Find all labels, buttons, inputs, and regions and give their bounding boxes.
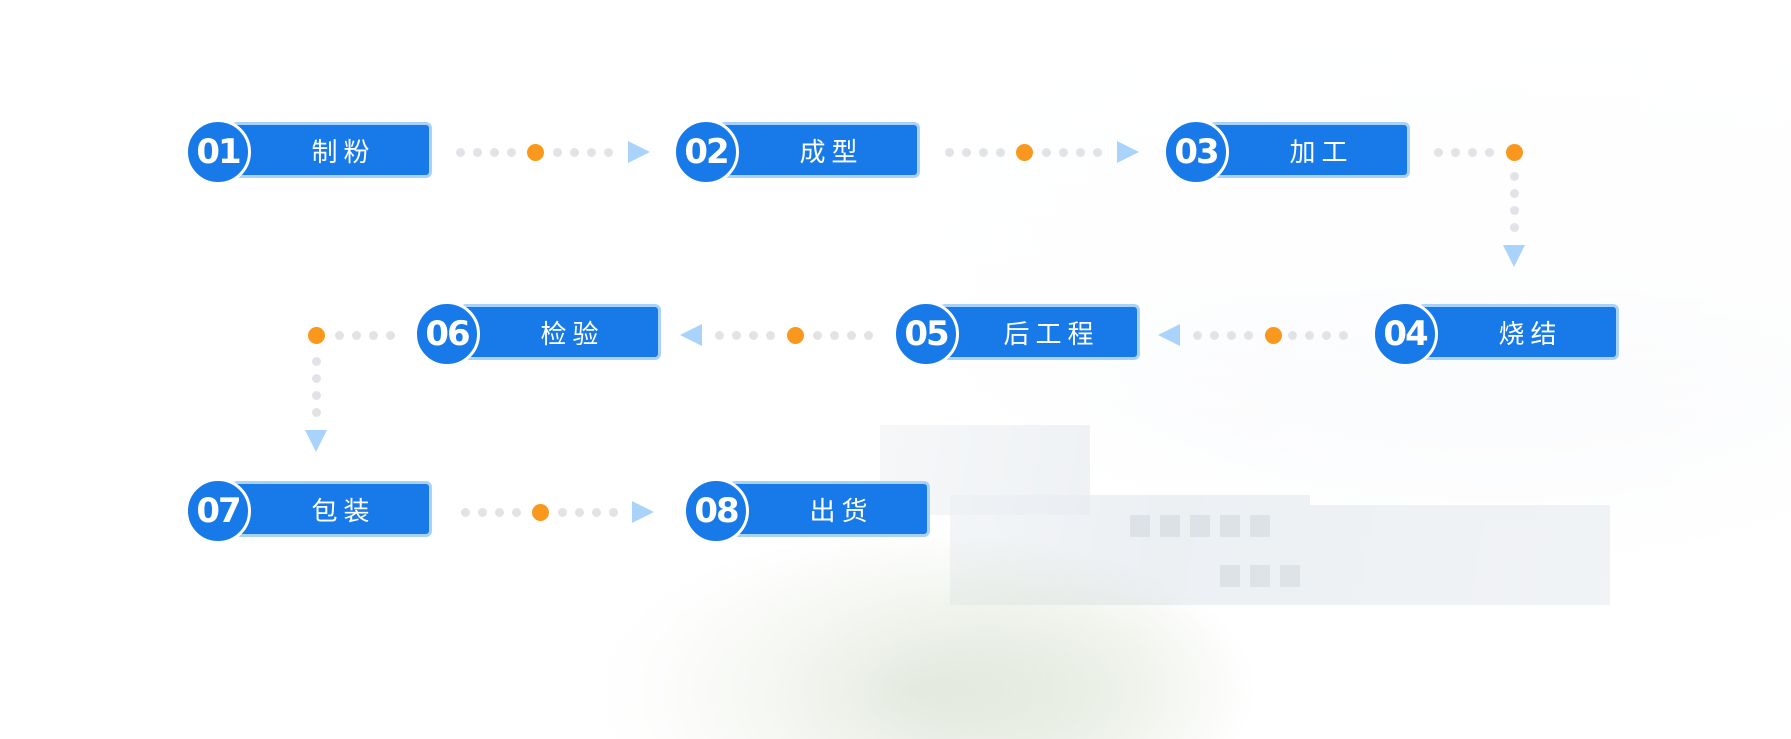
step-label: 出货: [729, 481, 930, 537]
connector-midpoint-dot: [1016, 144, 1033, 161]
connector-dot: [1434, 148, 1443, 157]
connector-dot: [732, 331, 741, 340]
connector-dot: [570, 148, 579, 157]
connector-dot: [1510, 206, 1519, 215]
step-07: 07 包装: [185, 478, 432, 544]
connector-dot: [1510, 223, 1519, 232]
connector-dot: [1510, 172, 1519, 181]
connector-dot: [1227, 331, 1236, 340]
connector-dot: [1042, 148, 1051, 157]
step-label: 制粉: [231, 122, 432, 178]
connector-dot: [847, 331, 856, 340]
connector-dot: [507, 148, 516, 157]
connector-dot: [996, 148, 1005, 157]
connector-dot: [1059, 148, 1068, 157]
connector-midpoint-dot: [787, 327, 804, 344]
connector-dot: [473, 148, 482, 157]
connector-dot: [312, 408, 321, 417]
connector-dot: [352, 331, 361, 340]
connector-dot: [1193, 331, 1202, 340]
connector-dot: [1093, 148, 1102, 157]
step-05: 05 后工程: [893, 301, 1140, 367]
connector-dot: [335, 331, 344, 340]
connector-dot: [749, 331, 758, 340]
connector-dot: [609, 508, 618, 517]
connector-dot: [575, 508, 584, 517]
connector-dot: [1305, 331, 1314, 340]
connector-dot: [495, 508, 504, 517]
connector-dot: [945, 148, 954, 157]
connector-dot: [512, 508, 521, 517]
connector-dot: [1322, 331, 1331, 340]
connector-dot: [979, 148, 988, 157]
connector-midpoint-dot: [308, 327, 325, 344]
step-label: 检验: [460, 304, 661, 360]
connector-dot: [962, 148, 971, 157]
connector-dot: [1485, 148, 1494, 157]
connector-dot: [369, 331, 378, 340]
step-label: 烧结: [1418, 304, 1619, 360]
arrow-right-icon: [632, 501, 654, 523]
connector-midpoint-dot: [527, 144, 544, 161]
step-number-badge: 04: [1372, 301, 1438, 367]
connector-dot: [553, 148, 562, 157]
connector-dot: [864, 331, 873, 340]
connector-dot: [1339, 331, 1348, 340]
connector-midpoint-dot: [1506, 144, 1523, 161]
connector-dot: [766, 331, 775, 340]
connector-dot: [386, 331, 395, 340]
step-03: 03 加工: [1163, 119, 1410, 185]
step-06: 06 检验: [414, 301, 661, 367]
connector-dot: [813, 331, 822, 340]
connector-dot: [715, 331, 724, 340]
connector-dot: [592, 508, 601, 517]
step-01: 01 制粉: [185, 119, 432, 185]
step-label: 包装: [231, 481, 432, 537]
connector-dot: [1468, 148, 1477, 157]
connector-dot: [587, 148, 596, 157]
step-04: 04 烧结: [1372, 301, 1619, 367]
connector-dot: [1210, 331, 1219, 340]
connector-dot: [1510, 189, 1519, 198]
arrow-down-icon: [1503, 245, 1525, 267]
arrow-right-icon: [628, 141, 650, 163]
connector-dot: [830, 331, 839, 340]
connector-dot: [312, 357, 321, 366]
step-number-badge: 07: [185, 478, 251, 544]
step-number-badge: 05: [893, 301, 959, 367]
connector-dot: [558, 508, 567, 517]
connector-dot: [604, 148, 613, 157]
step-number-badge: 01: [185, 119, 251, 185]
step-number-badge: 06: [414, 301, 480, 367]
connector-dot: [478, 508, 487, 517]
connector-dot: [456, 148, 465, 157]
arrow-left-icon: [680, 324, 702, 346]
connector-dot: [312, 374, 321, 383]
connector-dot: [1244, 331, 1253, 340]
connector-dot: [1076, 148, 1085, 157]
step-08: 08 出货: [683, 478, 930, 544]
connector-dot: [461, 508, 470, 517]
step-number-badge: 08: [683, 478, 749, 544]
connector-midpoint-dot: [532, 504, 549, 521]
step-label: 成型: [719, 122, 920, 178]
connector-dot: [312, 391, 321, 400]
step-number-badge: 03: [1163, 119, 1229, 185]
step-number-badge: 02: [673, 119, 739, 185]
step-02: 02 成型: [673, 119, 920, 185]
connector-dot: [1451, 148, 1460, 157]
connector-midpoint-dot: [1265, 327, 1282, 344]
arrow-right-icon: [1117, 141, 1139, 163]
arrow-left-icon: [1158, 324, 1180, 346]
step-label: 加工: [1209, 122, 1410, 178]
arrow-down-icon: [305, 430, 327, 452]
connector-dot: [1288, 331, 1297, 340]
connector-dot: [490, 148, 499, 157]
step-label: 后工程: [939, 304, 1140, 360]
